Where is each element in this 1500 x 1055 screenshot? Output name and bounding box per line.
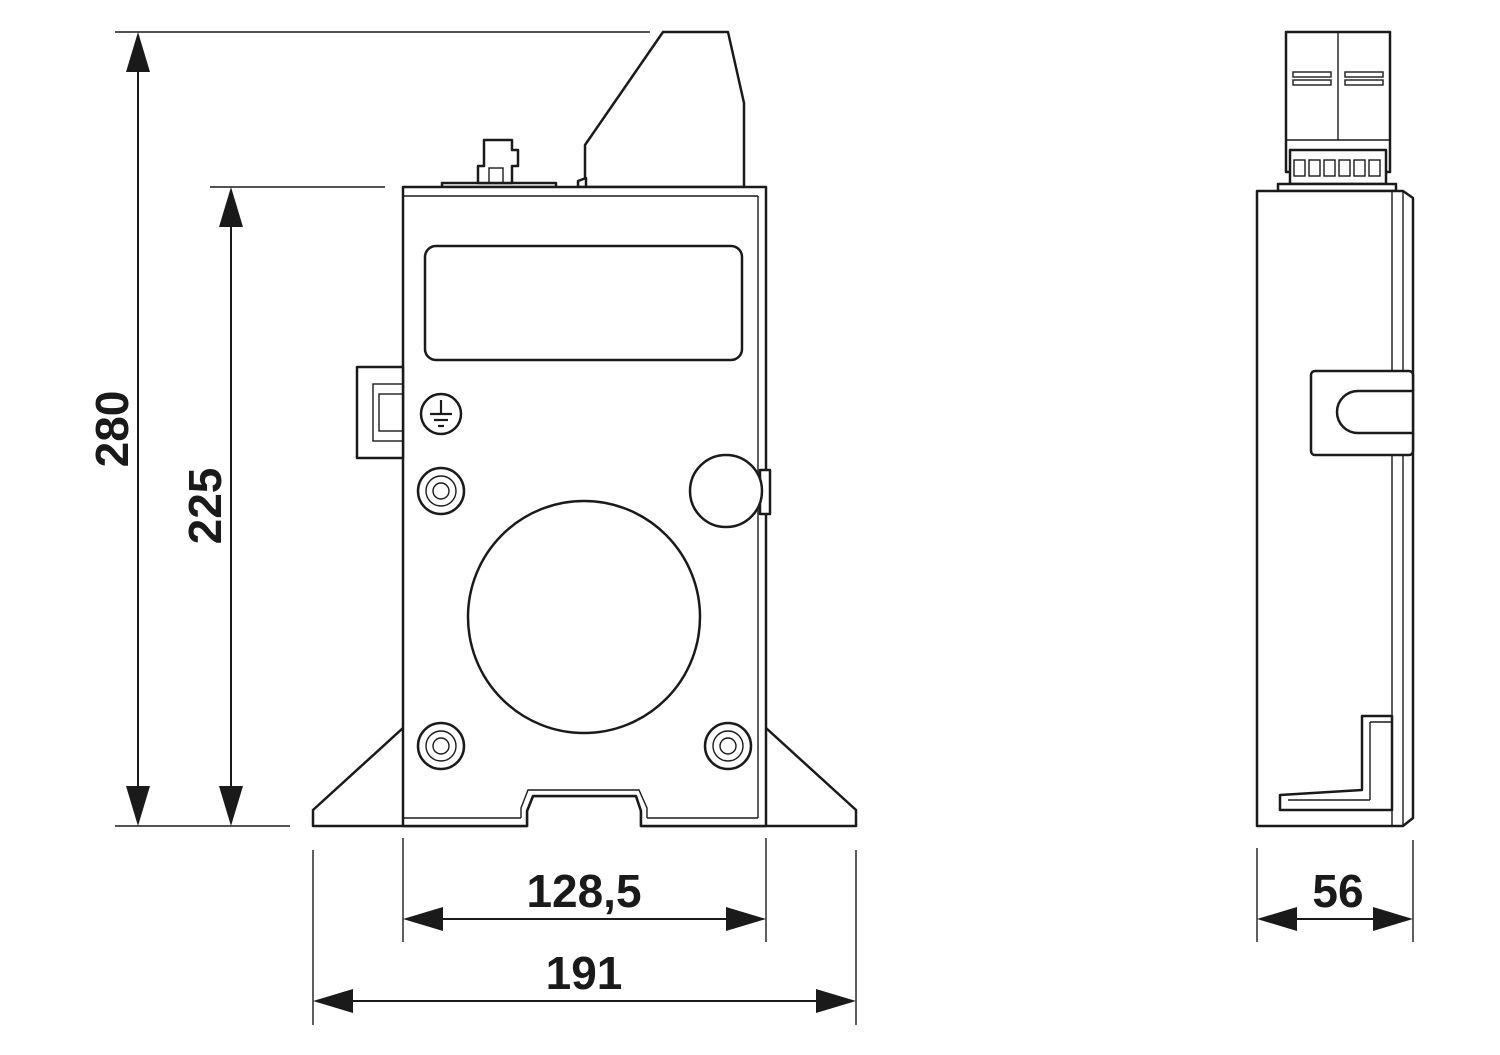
side-view bbox=[1255, 30, 1415, 828]
dimension-lines-front: 280 225 128,5 191 bbox=[86, 31, 857, 1025]
display-window bbox=[423, 244, 744, 362]
side-plug bbox=[1276, 30, 1398, 193]
top-connector bbox=[440, 138, 558, 189]
front-view bbox=[311, 30, 858, 828]
dim-total-height: 280 bbox=[86, 391, 138, 468]
dim-depth: 56 bbox=[1312, 865, 1363, 917]
dim-total-width: 191 bbox=[546, 947, 623, 999]
ground-symbol-icon bbox=[419, 392, 463, 436]
screw-bottom-right bbox=[703, 721, 753, 771]
side-clip bbox=[355, 365, 405, 460]
dimension-lines-side: 56 bbox=[1256, 840, 1414, 942]
main-body bbox=[401, 185, 768, 828]
dim-body-width: 128,5 bbox=[526, 865, 641, 917]
side-view-clip bbox=[1309, 369, 1415, 457]
screw-bottom-left bbox=[416, 721, 466, 771]
screw-top-left bbox=[416, 466, 466, 516]
top-terminal-housing bbox=[583, 30, 746, 189]
side-knob bbox=[688, 453, 772, 529]
dim-body-height: 225 bbox=[179, 468, 231, 545]
conductor-opening bbox=[466, 499, 702, 735]
side-view-foot bbox=[1278, 714, 1394, 812]
